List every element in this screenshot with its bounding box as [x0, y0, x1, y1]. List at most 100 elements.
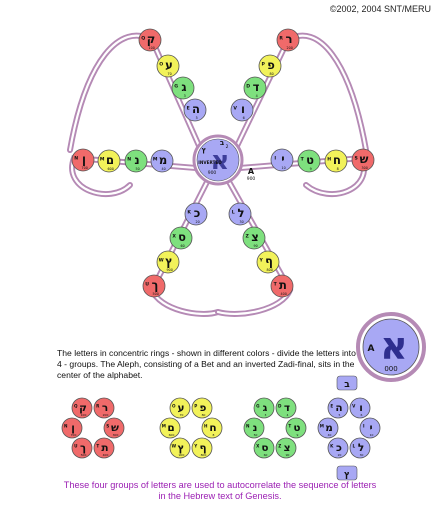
letter-value: 80 [202, 413, 206, 417]
hebrew-letter: ס [261, 442, 268, 454]
hebrew-letter: ט [293, 422, 300, 434]
letter-bead: דD4 [243, 76, 267, 100]
letter-name: W [159, 257, 164, 263]
hebrew-letter: ן [71, 422, 75, 434]
letter-name: D [246, 83, 250, 89]
letter-name: N [127, 156, 131, 162]
letter-value: 5 [196, 116, 198, 120]
letter-disc [324, 149, 348, 173]
hebrew-letter: ל [358, 442, 364, 454]
letter-value: 8 [213, 433, 215, 437]
letter-bead: וV6 [230, 98, 254, 122]
zadi-small: ץ [202, 146, 207, 154]
letter-name: T [301, 156, 305, 162]
letter-name: U [145, 281, 149, 287]
group-letter: גG3 [253, 397, 275, 419]
hebrew-letter: ע [165, 58, 173, 72]
hebrew-letter: פ [200, 402, 207, 414]
letter-disc [97, 149, 121, 173]
letter-name: Q [141, 35, 145, 41]
big-aleph-name: A [368, 344, 375, 354]
letter-value: 9 [310, 167, 312, 171]
hebrew-letter: ע [178, 402, 185, 414]
letter-value: 900 [167, 268, 173, 272]
letter-disc [242, 226, 266, 250]
letter-disc [359, 417, 381, 439]
letter-disc [169, 397, 191, 419]
letter-value: 200 [287, 46, 293, 50]
letter-name: K [330, 444, 334, 449]
hebrew-letter: ץ [165, 254, 173, 268]
letter-name: Y [193, 444, 198, 449]
letter-disc [171, 76, 195, 100]
big-aleph-letter: א [380, 324, 408, 368]
letter-disc [327, 437, 349, 459]
aleph-box-bottom [336, 465, 358, 481]
hebrew-letter: ק [79, 402, 87, 414]
letter-disc [159, 417, 181, 439]
letter-name: U [74, 444, 78, 449]
letter-disc [276, 28, 300, 52]
hebrew-letter: ט [306, 153, 314, 167]
letter-name: R [96, 404, 100, 409]
letter-disc [71, 437, 93, 459]
letter-name: L [232, 209, 235, 215]
group-letter: וV6 [349, 397, 371, 419]
letter-bead: גG3 [171, 76, 195, 100]
letter-name: Z [246, 233, 250, 239]
letter-value: 800 [267, 268, 273, 272]
hebrew-letter: ץ [178, 442, 185, 454]
big-aleph-disc [362, 318, 420, 376]
letter-value: 400 [281, 292, 287, 296]
letter-name: Q [74, 404, 78, 409]
letter-value: 800 [201, 453, 207, 457]
letter-value: 50 [254, 433, 258, 437]
letter-name: W [171, 444, 176, 449]
letter-name: V [233, 105, 237, 111]
letter-name: S [106, 424, 109, 429]
letter-disc [142, 274, 166, 298]
letter-disc [253, 397, 275, 419]
letter-name: R [279, 35, 283, 41]
letter-name: H [204, 424, 208, 429]
hebrew-letter: ש [360, 152, 369, 166]
letter-name: T [274, 281, 278, 287]
letter-disc [93, 437, 115, 459]
hebrew-letter: ו [359, 402, 363, 414]
letter-value: 900 [179, 453, 185, 457]
letter-disc [169, 437, 191, 459]
letter-name: M [153, 156, 158, 162]
letter-disc [297, 149, 321, 173]
letter-value: 600 [108, 167, 114, 171]
aleph-box-top [336, 375, 358, 391]
letter-disc [156, 250, 180, 274]
hebrew-letter: מ [325, 422, 333, 434]
letter-value: 20 [338, 453, 342, 457]
letter-value: 300 [362, 166, 368, 170]
letter-disc [230, 98, 254, 122]
letter-name: N [64, 424, 68, 429]
letter-disc [184, 202, 208, 226]
letter-name: Z [278, 444, 281, 449]
hebrew-letter: ת [101, 442, 108, 454]
letter-value: 40 [328, 433, 332, 437]
hebrew-letter: ס [178, 230, 186, 244]
